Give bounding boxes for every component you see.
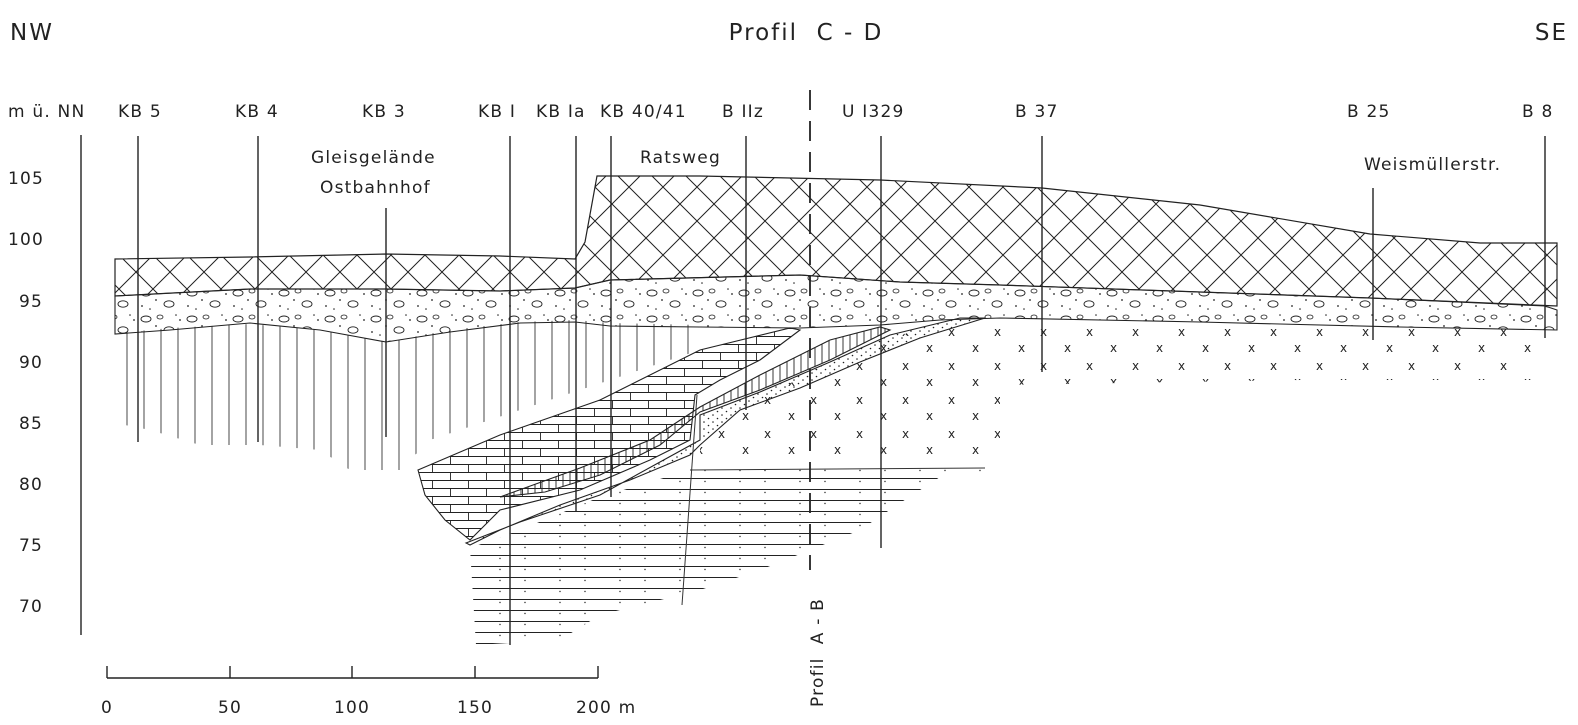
scale-label-150: 150: [457, 698, 493, 718]
layer-crosshatch-fill: [114, 175, 1558, 307]
borehole-kb5-label: KB 5: [118, 102, 162, 122]
borehole-b11z-label: B IIz: [722, 102, 764, 122]
label-ostbahnhof: Ostbahnhof: [320, 178, 431, 198]
nw-direction-label: NW: [10, 20, 54, 46]
layer-dotted-sand: [464, 317, 986, 546]
section-line-label: Profil A - B: [808, 598, 828, 707]
borehole-kb40-41-label: KB 40/41: [600, 102, 687, 122]
geology-layers: [114, 175, 1558, 645]
se-direction-label: SE: [1535, 20, 1568, 46]
borehole-b25-label: B 25: [1347, 102, 1391, 122]
axis-tick-100: 100: [8, 230, 44, 250]
borehole-kb3-label: KB 3: [362, 102, 406, 122]
layer-dense-vertical: [499, 326, 892, 498]
profile-title: Profil C - D: [729, 20, 884, 46]
layer-x-marked: [700, 318, 1545, 462]
section-line-a-b: Profil A - B: [808, 90, 828, 707]
borehole-b8-label: B 8: [1522, 102, 1553, 122]
axis-tick-70: 70: [19, 597, 43, 617]
scale-label-100: 100: [334, 698, 370, 718]
axis-unit-label: m ü. NN: [8, 102, 85, 122]
scale-bar: 0 50 100 150 200 m: [101, 666, 636, 718]
scale-label-0: 0: [101, 698, 113, 718]
label-gleisgelaende: Gleisgelände: [311, 148, 436, 168]
axis-tick-105: 105: [8, 169, 44, 189]
scale-label-200m: 200 m: [576, 698, 636, 718]
borehole-b37-label: B 37: [1015, 102, 1059, 122]
borehole-kb4-label: KB 4: [235, 102, 279, 122]
axis-tick-95: 95: [19, 292, 43, 312]
scale-label-50: 50: [218, 698, 242, 718]
axis-tick-75: 75: [19, 536, 43, 556]
label-weismuellerstr: Weismüllerstr.: [1364, 155, 1501, 175]
layer-brick: [417, 327, 802, 541]
axis-tick-80: 80: [19, 475, 43, 495]
borehole-kb1-label: KB I: [478, 102, 516, 122]
layer-vertical-lines: [118, 320, 700, 470]
borehole-kb1a-label: KB Ia: [536, 102, 586, 122]
layer-horizontal-lined: [470, 468, 985, 645]
fault-line: [681, 394, 698, 606]
axis-tick-90: 90: [19, 353, 43, 373]
label-ratsweg: Ratsweg: [640, 148, 721, 168]
borehole-u1329-label: U I329: [842, 102, 905, 122]
axis-tick-85: 85: [19, 414, 43, 434]
elevation-axis: m ü. NN 105 100 95 90 85 80 75 70: [8, 102, 85, 635]
boreholes: KB 5 KB 4 KB 3 KB I KB Ia KB 40/41 B IIz…: [118, 102, 1553, 645]
